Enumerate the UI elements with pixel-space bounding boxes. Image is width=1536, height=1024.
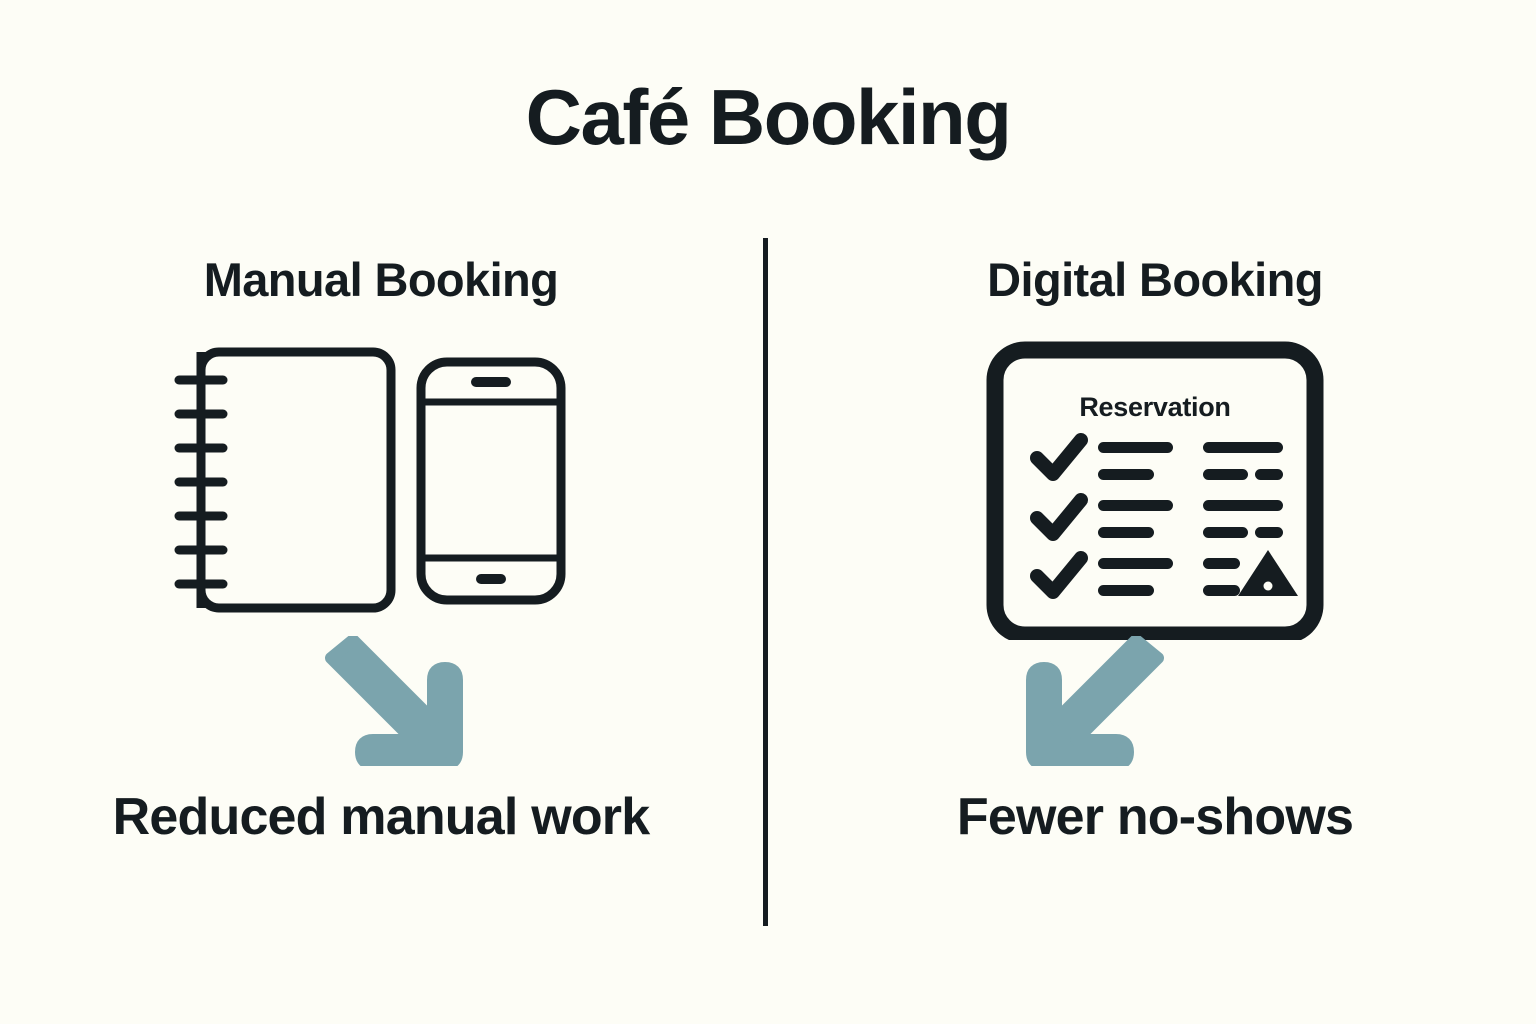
manual-booking-heading: Manual Booking [203, 253, 559, 306]
spiral-notebook-icon [174, 347, 396, 613]
digital-booking-column: Digital Booking [774, 240, 1536, 940]
digital-arrow-wrap [774, 636, 1536, 776]
digital-booking-caption: Fewer no-shows [956, 788, 1354, 846]
digital-booking-artwork: Reservation [774, 340, 1536, 640]
reservation-card-label: Reservation [1079, 392, 1231, 422]
checkmark-icon [1030, 493, 1088, 541]
reservation-screen-icon [986, 341, 1324, 640]
vertical-divider [763, 238, 768, 926]
manual-booking-artwork [0, 340, 762, 640]
warning-triangle-icon [1238, 550, 1298, 596]
digital-booking-heading: Digital Booking [987, 253, 1323, 306]
checkmark-icon [1030, 433, 1088, 481]
checkmark-icon [1030, 551, 1088, 599]
manual-arrow-wrap [0, 636, 762, 776]
smartphone-icon [416, 357, 566, 605]
page-title: Café Booking [525, 73, 1012, 161]
arrow-down-right-icon [325, 636, 463, 766]
arrow-down-left-icon [1026, 636, 1164, 766]
manual-booking-column: Manual Booking [0, 240, 762, 940]
manual-booking-caption: Reduced manual work [112, 788, 651, 846]
